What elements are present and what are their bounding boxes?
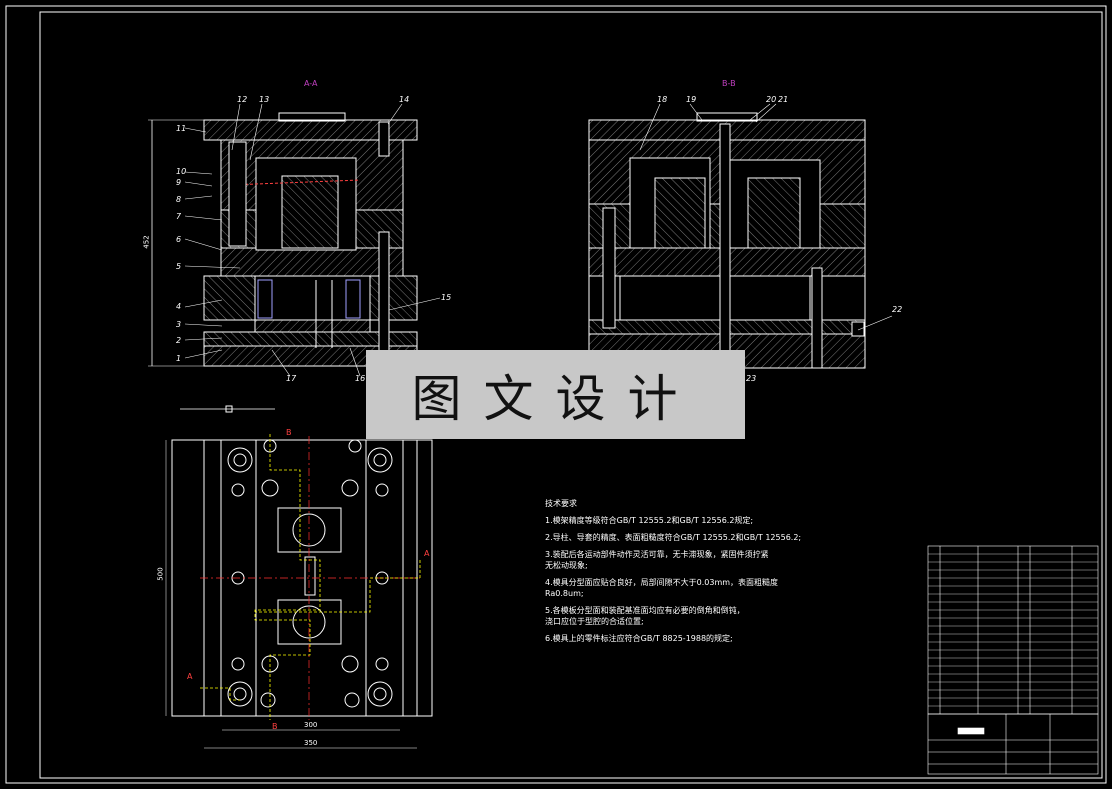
callout-18: 18 (657, 95, 668, 104)
callout-15: 15 (441, 293, 452, 302)
watermark-text: 图文设计 (411, 369, 700, 428)
notes-line: 4.模具分型面应贴合良好，局部间隙不大于0.03mm，表面粗糙度 (545, 578, 779, 587)
callout-17: 17 (286, 374, 297, 383)
callout-16: 16 (355, 374, 366, 383)
callout-7: 7 (176, 212, 182, 221)
title-block (927, 713, 1099, 775)
callout-4: 4 (176, 302, 182, 311)
section-aa-label: A-A (304, 79, 318, 88)
technical-requirements: 技术要求 1.模架精度等级符合GB/T 12555.2和GB/T 12556.2… (545, 498, 802, 644)
plan-view (165, 405, 433, 749)
notes-line: 2.导柱、导套的精度、表面粗糙度符合GB/T 12555.2和GB/T 1255… (545, 533, 802, 542)
callout-12: 12 (237, 95, 248, 104)
dim-plan-width-outer: 350 (304, 739, 318, 747)
notes-line: 1.模架精度等级符合GB/T 12555.2和GB/T 12556.2规定; (545, 516, 754, 525)
inner-border (39, 11, 1103, 779)
section-aa-view (148, 103, 441, 377)
callout-9: 9 (176, 178, 182, 187)
notes-line: Ra0.8um; (545, 589, 584, 598)
section-mark-b-bottom: B (272, 722, 278, 731)
callout-13: 13 (259, 95, 270, 104)
section-mark-a-left: A (187, 672, 193, 681)
callout-20: 20 (766, 95, 777, 104)
callout-5: 5 (176, 262, 182, 271)
callout-21: 21 (778, 95, 789, 104)
callout-14: 14 (399, 95, 410, 104)
section-bb-label: B-B (722, 79, 736, 88)
notes-line: 3.装配后各运动部件动作灵活可靠，无卡滞现象，紧固件须拧紧 (545, 550, 769, 559)
parts-list (927, 545, 1099, 715)
dim-plan-height: 500 (156, 567, 165, 581)
notes-line: 6.模具上的零件标注应符合GB/T 8825-1988的规定; (545, 634, 733, 643)
callout-11: 11 (176, 124, 187, 133)
watermark-banner: 图文设计 (366, 350, 745, 439)
callout-22: 22 (892, 305, 903, 314)
parts-list-rows (928, 553, 1098, 707)
dim-plan-width-inner: 300 (304, 721, 318, 729)
outer-border (5, 5, 1107, 784)
section-bb-view (588, 103, 893, 377)
callout-1: 1 (176, 354, 182, 363)
callout-23: 23 (746, 374, 757, 383)
notes-line: 无松动现象; (545, 561, 588, 570)
notes-line: 浇口应位于型腔的合适位置; (545, 617, 644, 626)
callout-3: 3 (176, 320, 182, 329)
dim-left-height: 452 (142, 235, 151, 249)
callout-8: 8 (176, 195, 182, 204)
callout-6: 6 (176, 235, 182, 244)
callout-19: 19 (686, 95, 697, 104)
section-mark-b-top: B (286, 428, 292, 437)
callout-2: 2 (176, 336, 182, 345)
notes-line: 5.各模板分型面和装配基准面均应有必要的倒角和倒钝， (545, 606, 745, 615)
notes-title: 技术要求 (545, 499, 577, 508)
callout-10: 10 (176, 167, 187, 176)
section-mark-a-right: A (424, 549, 430, 558)
